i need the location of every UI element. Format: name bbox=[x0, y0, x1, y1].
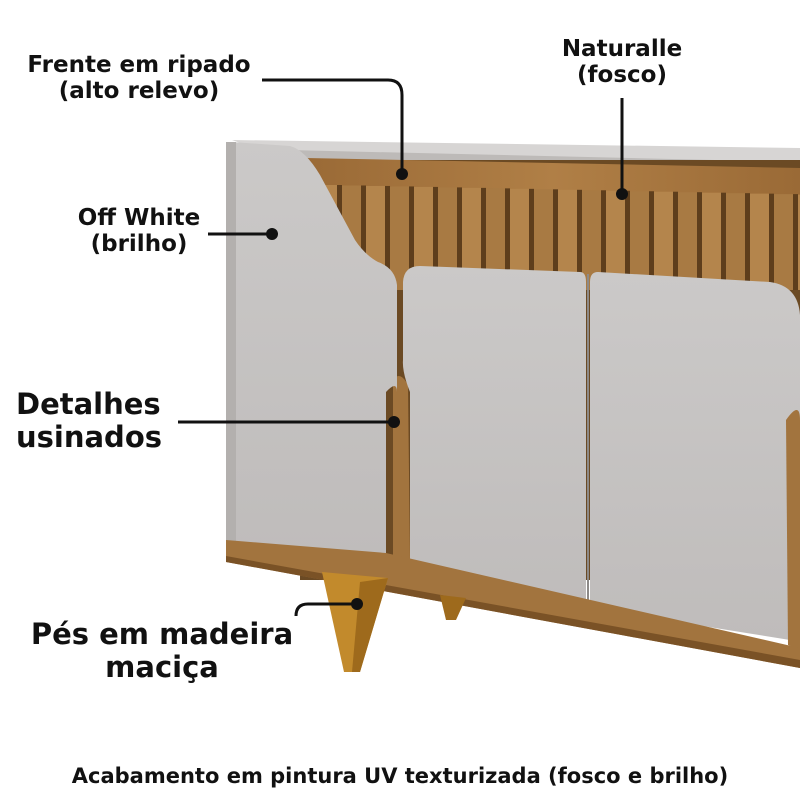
slat-groove bbox=[457, 187, 462, 290]
slat bbox=[534, 189, 553, 290]
slat-groove bbox=[553, 189, 558, 290]
label-off-white-line1: Off White bbox=[77, 205, 201, 231]
slat-groove bbox=[577, 189, 582, 290]
machined-wood-strip bbox=[393, 376, 410, 560]
label-naturalle: Naturalle (fosco) bbox=[548, 36, 696, 89]
callout-dots bbox=[266, 168, 628, 610]
slat bbox=[414, 186, 433, 290]
slat bbox=[606, 190, 625, 290]
off-white-side-panel bbox=[232, 142, 397, 555]
slat-groove bbox=[529, 188, 534, 290]
slat-groove bbox=[673, 191, 678, 290]
label-naturalle-line1: Naturalle bbox=[561, 36, 683, 62]
label-detalhes-line1: Detalhes bbox=[16, 387, 161, 421]
slat bbox=[582, 190, 601, 290]
slat bbox=[774, 194, 793, 290]
label-frente-line1: Frente em ripado bbox=[27, 52, 251, 78]
slat-groove bbox=[361, 185, 366, 290]
finish-caption: Acabamento em pintura UV texturizada (fo… bbox=[71, 764, 729, 788]
callout-dot-pes bbox=[351, 598, 363, 610]
slat-groove bbox=[433, 186, 438, 290]
slat bbox=[750, 193, 769, 290]
label-pes-line2: maciça bbox=[105, 650, 219, 685]
slat bbox=[510, 188, 529, 290]
slat-groove bbox=[505, 188, 510, 290]
label-off-white-line2: (brilho) bbox=[90, 231, 188, 258]
callout-lines bbox=[178, 78, 624, 617]
callout-dot-detalhes bbox=[388, 416, 400, 428]
door-1 bbox=[402, 266, 586, 606]
callout-dot-naturalle bbox=[616, 188, 628, 200]
label-frente-em-ripado: Frente em ripado (alto relevo) bbox=[18, 52, 260, 105]
slat-groove bbox=[793, 194, 798, 290]
slat bbox=[486, 188, 505, 290]
label-off-white: Off White (brilho) bbox=[68, 205, 210, 258]
slat-groove bbox=[697, 192, 702, 290]
slat bbox=[678, 192, 697, 290]
slat bbox=[630, 191, 649, 290]
label-frente-line2: (alto relevo) bbox=[58, 78, 220, 105]
slat bbox=[462, 187, 481, 290]
slat-groove bbox=[745, 193, 750, 290]
label-detalhes-line2: usinados bbox=[16, 420, 163, 455]
slat bbox=[726, 193, 745, 290]
slat-groove bbox=[769, 193, 774, 290]
right-wood-edge bbox=[786, 410, 800, 650]
slat bbox=[702, 192, 721, 290]
naturalle-top-band bbox=[306, 158, 800, 195]
door-2 bbox=[590, 272, 800, 640]
label-naturalle-line2: (fosco) bbox=[577, 62, 667, 89]
slat bbox=[558, 189, 577, 290]
slat bbox=[390, 186, 409, 290]
slat bbox=[654, 191, 673, 290]
slat bbox=[438, 187, 457, 290]
slat-groove bbox=[721, 192, 726, 290]
back-leg bbox=[440, 595, 466, 620]
label-pes-line1: Pés em madeira bbox=[30, 617, 294, 651]
callout-dot-frente bbox=[396, 168, 408, 180]
callout-dot-off-white bbox=[266, 228, 278, 240]
label-detalhes-usinados: Detalhes usinados bbox=[16, 387, 186, 455]
side-panel-edge bbox=[226, 142, 236, 548]
slat-groove bbox=[409, 186, 414, 290]
slat bbox=[798, 194, 800, 290]
slat-groove bbox=[601, 190, 606, 290]
slat-groove bbox=[481, 187, 486, 290]
slat-groove bbox=[385, 185, 390, 290]
slat-groove bbox=[625, 190, 630, 290]
slat-groove bbox=[649, 191, 654, 290]
callout-line-pes bbox=[294, 602, 354, 617]
callout-line-frente bbox=[262, 78, 404, 172]
label-pes-em-madeira: Pés em madeira maciça bbox=[22, 617, 302, 685]
